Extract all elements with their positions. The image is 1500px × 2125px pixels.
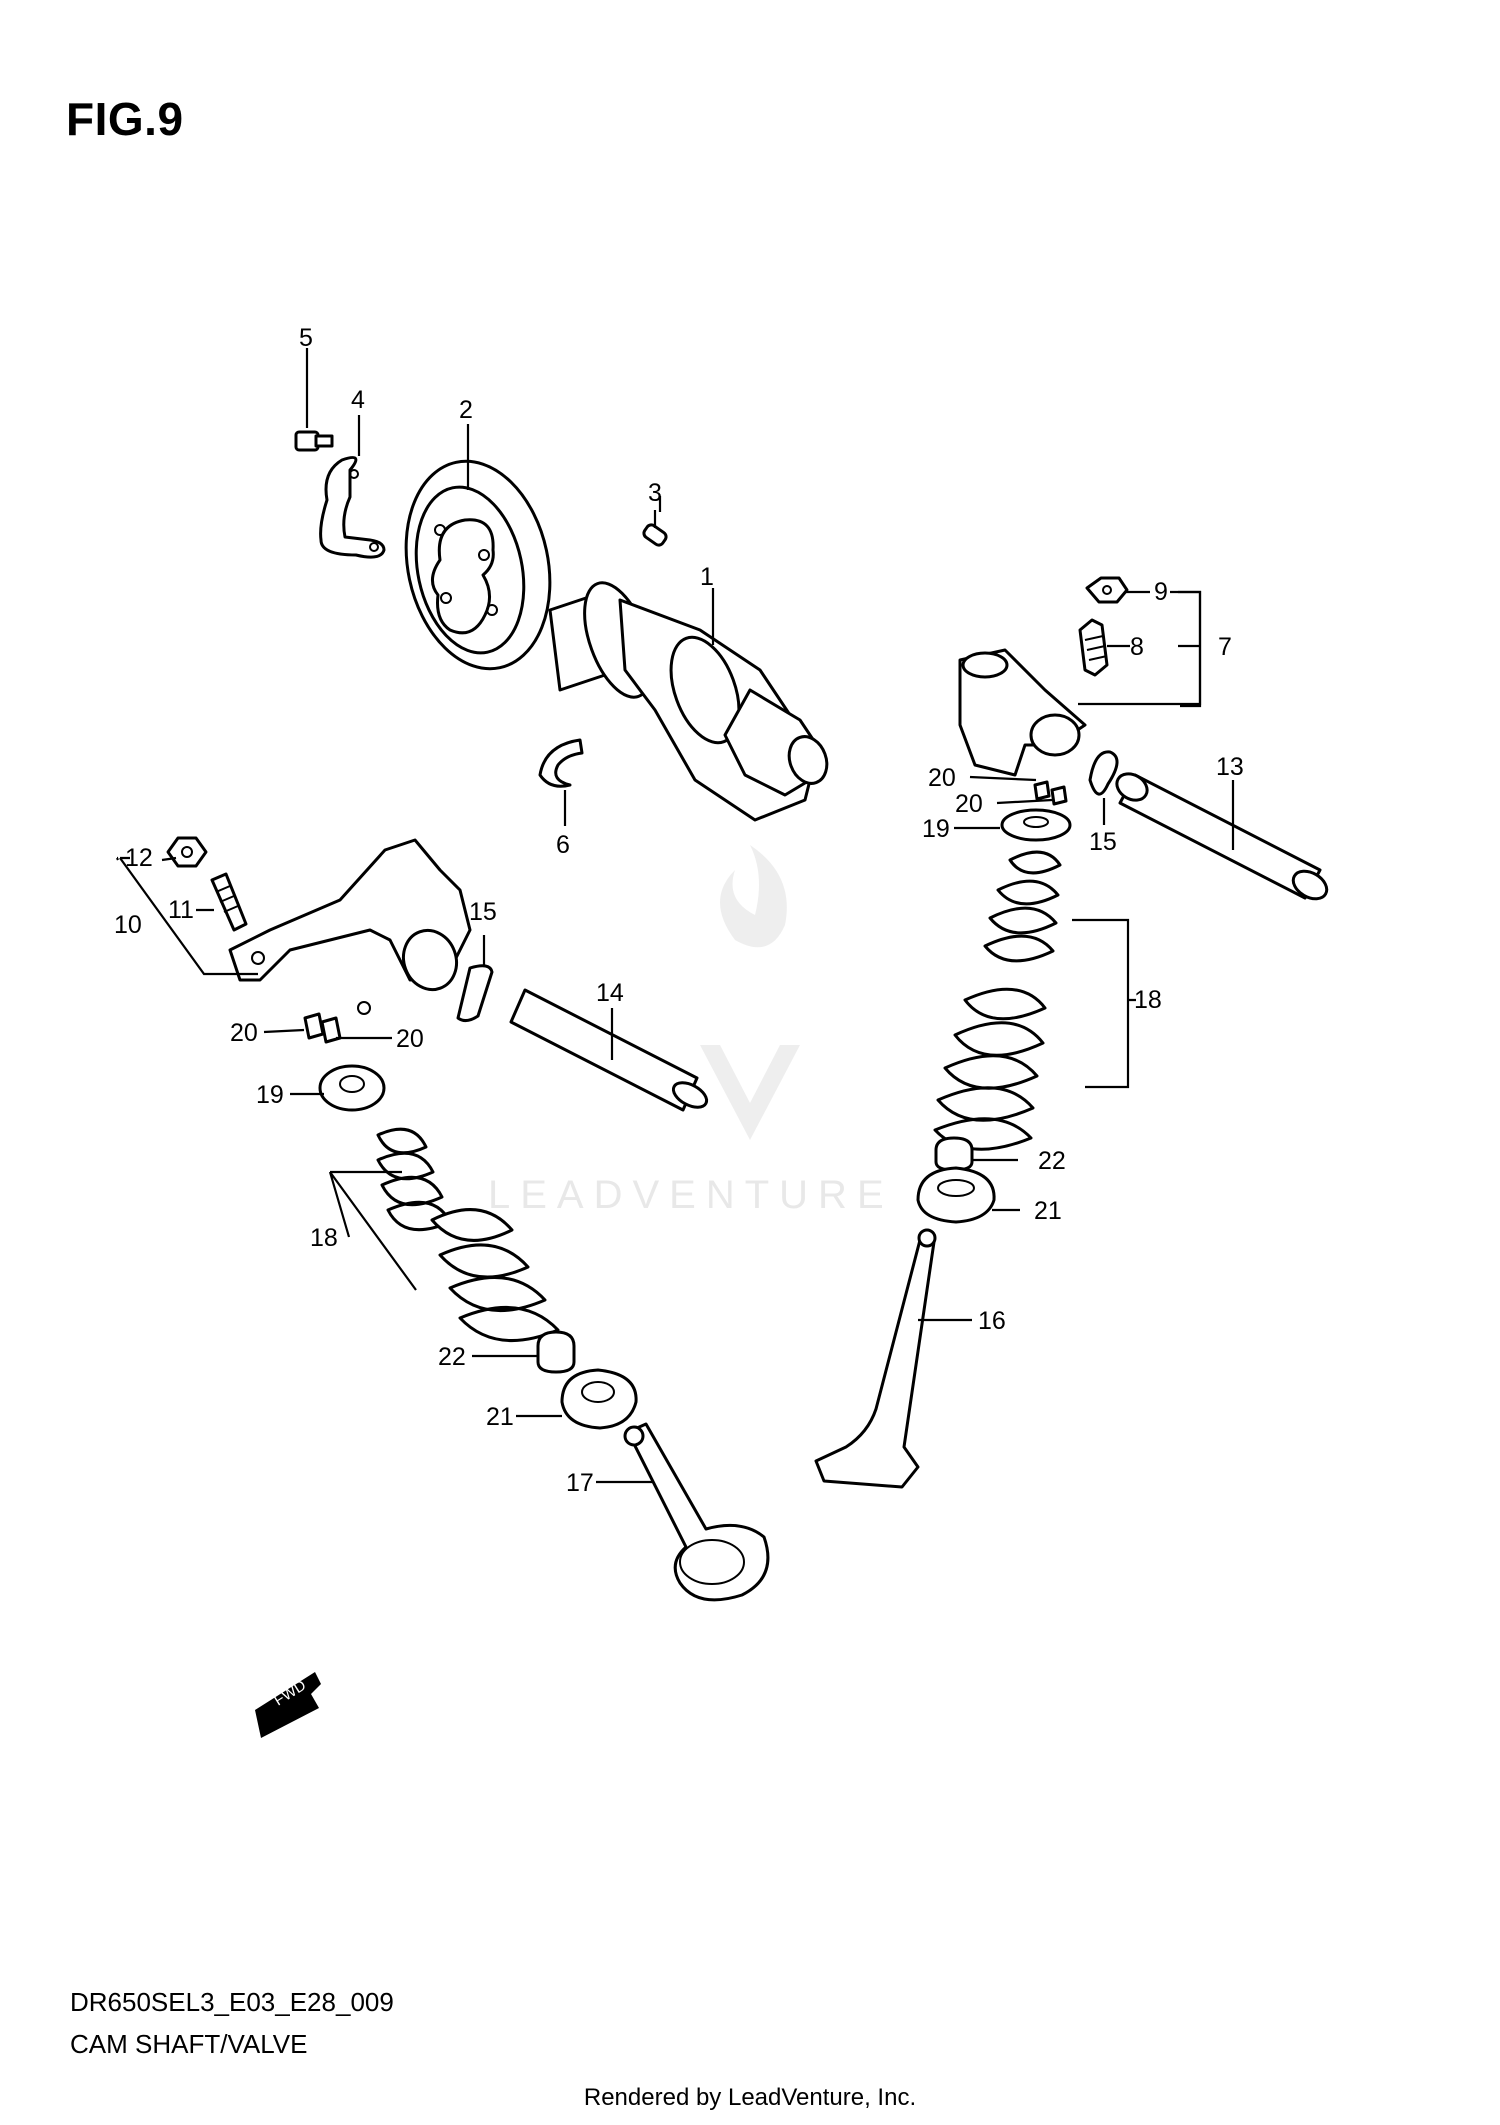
part-2-sprocket <box>404 459 552 671</box>
part-5-bolt <box>294 430 334 452</box>
callout-10: 10 <box>114 911 142 939</box>
callout-14: 14 <box>596 979 624 1007</box>
part-11-adjuster <box>210 872 248 932</box>
callout-15-left: 15 <box>469 898 497 926</box>
callout-22-right: 22 <box>1038 1147 1066 1175</box>
part-12-nut <box>166 836 208 868</box>
part-13-rocker-shaft <box>1115 772 1329 901</box>
part-3-pin <box>642 523 668 547</box>
callout-21-right: 21 <box>1034 1197 1062 1225</box>
part-4-retainer <box>319 456 386 559</box>
part-20-cotters-right <box>1033 780 1068 806</box>
part-18-springs-left <box>376 1127 560 1342</box>
part-22-seal-right <box>934 1136 974 1172</box>
callout-5: 5 <box>299 324 313 352</box>
part-21-seat-right <box>916 1166 996 1224</box>
callout-17: 17 <box>566 1469 594 1497</box>
callout-18-right: 18 <box>1134 986 1162 1014</box>
callout-15-right: 15 <box>1089 828 1117 856</box>
callout-20-right-a: 20 <box>928 764 956 792</box>
callout-11: 11 <box>168 896 194 924</box>
part-14-rocker-shaft <box>509 988 709 1112</box>
part-16-valve-right <box>814 1228 937 1489</box>
part-15-washer-left <box>456 964 494 1023</box>
part-1-camshaft <box>548 581 829 822</box>
callout-7: 7 <box>1218 633 1232 661</box>
callout-2: 2 <box>459 396 473 424</box>
callout-4: 4 <box>351 386 365 414</box>
callout-9: 9 <box>1154 578 1168 606</box>
part-22-seal-left <box>536 1330 576 1374</box>
callout-13: 13 <box>1216 753 1244 781</box>
part-19-retainer-right <box>1000 808 1072 842</box>
callout-19-right: 19 <box>922 815 950 843</box>
callout-1: 1 <box>700 563 714 591</box>
diagram-code: DR650SEL3_E03_E28_009 <box>70 1987 394 2017</box>
part-6-clip <box>538 738 584 788</box>
part-18-springs-right <box>933 850 1062 1151</box>
part-7-rocker-arm <box>958 648 1087 777</box>
callout-21-left: 21 <box>486 1403 514 1431</box>
fwd-arrow-icon: FWD <box>255 1672 321 1738</box>
part-21-seat-left <box>560 1368 638 1430</box>
part-19-retainer-left <box>318 1064 386 1112</box>
callout-20-left-a: 20 <box>230 1019 258 1047</box>
footer-credit: Rendered by LeadVenture, Inc. <box>583 2084 917 2111</box>
part-9-nut <box>1085 576 1129 604</box>
callout-18-left: 18 <box>310 1224 338 1252</box>
callout-19-left: 19 <box>256 1081 284 1109</box>
callout-6: 6 <box>556 831 570 859</box>
callout-12: 12 <box>125 844 153 872</box>
part-8-adjuster <box>1078 618 1109 677</box>
watermark: LEADVENTURE <box>488 845 894 1217</box>
watermark-text: LEADVENTURE <box>488 1173 894 1217</box>
part-10-rocker-arm <box>228 838 472 1015</box>
diagram-caption: CAM SHAFT/VALVE <box>70 2029 308 2059</box>
callout-3: 3 <box>648 479 662 507</box>
callouts: 1 2 3 4 5 6 7 8 9 10 11 12 13 14 15 15 1… <box>114 324 1244 1497</box>
part-15-washer-right <box>1088 750 1119 796</box>
part-20-cotters-left <box>303 1012 342 1044</box>
callout-20-right-b: 20 <box>955 790 983 818</box>
callout-20-left-b: 20 <box>396 1025 424 1053</box>
callout-22-left: 22 <box>438 1343 466 1371</box>
callout-8: 8 <box>1130 633 1144 661</box>
part-17-valve-left <box>623 1422 770 1602</box>
callout-16: 16 <box>978 1307 1006 1335</box>
figure-title: FIG.9 <box>66 93 184 145</box>
